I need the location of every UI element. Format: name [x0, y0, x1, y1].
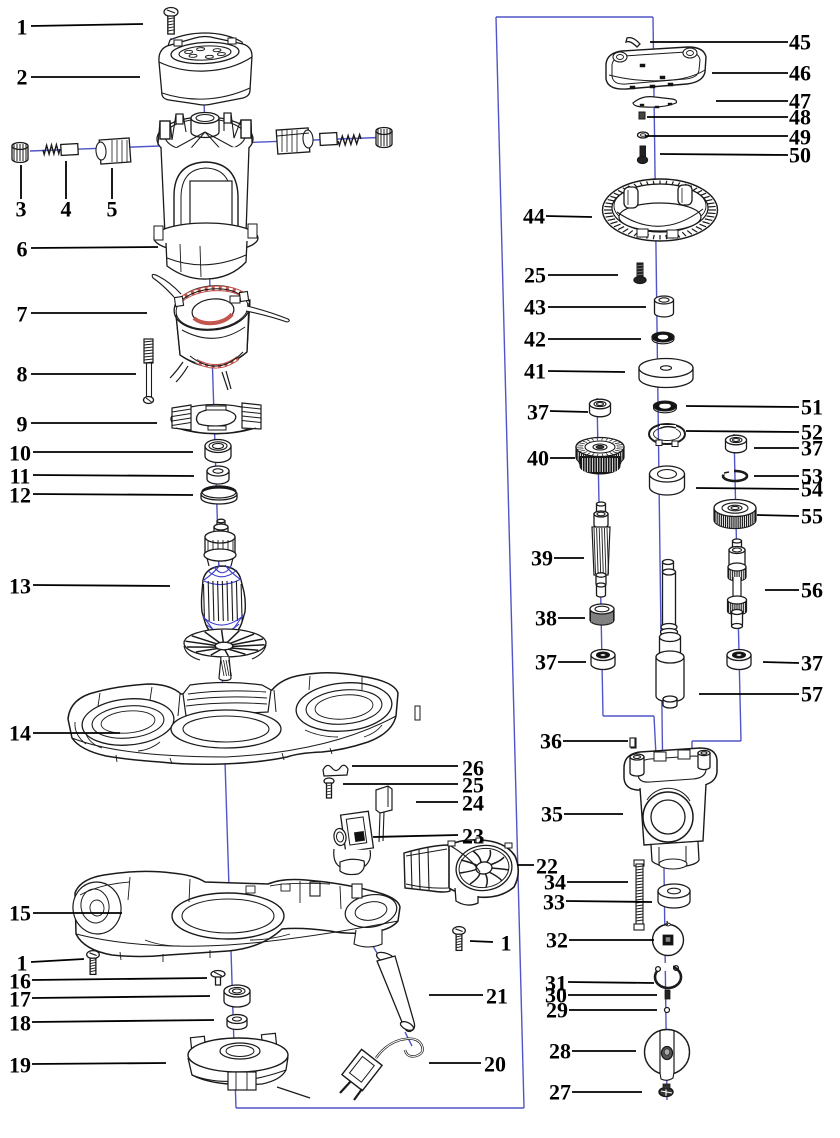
svg-text:25: 25: [462, 773, 484, 798]
svg-text:53: 53: [801, 464, 823, 489]
svg-text:49: 49: [789, 125, 811, 150]
svg-text:4: 4: [61, 197, 72, 222]
svg-text:43: 43: [524, 295, 546, 320]
svg-text:50: 50: [789, 143, 811, 168]
svg-text:48: 48: [789, 105, 811, 130]
svg-text:12: 12: [9, 483, 31, 508]
svg-text:22: 22: [536, 854, 558, 879]
svg-text:14: 14: [9, 721, 31, 746]
svg-text:41: 41: [524, 359, 546, 384]
svg-text:44: 44: [523, 204, 545, 229]
svg-text:54: 54: [801, 477, 823, 502]
svg-text:19: 19: [9, 1053, 31, 1078]
svg-text:36: 36: [540, 729, 562, 754]
svg-text:55: 55: [801, 504, 823, 529]
svg-text:37: 37: [801, 436, 823, 461]
svg-text:35: 35: [541, 802, 563, 827]
svg-text:33: 33: [543, 890, 565, 915]
svg-text:20: 20: [484, 1052, 506, 1077]
svg-text:27: 27: [549, 1080, 571, 1105]
svg-text:57: 57: [801, 682, 823, 707]
svg-text:26: 26: [462, 756, 484, 781]
svg-text:23: 23: [462, 824, 484, 849]
svg-text:37: 37: [527, 400, 549, 425]
svg-text:11: 11: [10, 464, 31, 489]
svg-text:47: 47: [789, 89, 811, 114]
svg-text:5: 5: [107, 197, 118, 222]
svg-text:17: 17: [9, 987, 31, 1012]
svg-text:8: 8: [17, 362, 28, 387]
svg-text:16: 16: [9, 969, 31, 994]
svg-text:7: 7: [17, 302, 28, 327]
svg-text:6: 6: [17, 237, 28, 262]
svg-text:21: 21: [486, 984, 508, 1009]
svg-text:46: 46: [789, 61, 811, 86]
svg-text:1: 1: [17, 951, 28, 976]
svg-text:37: 37: [801, 651, 823, 676]
svg-text:24: 24: [462, 791, 484, 816]
svg-text:13: 13: [9, 574, 31, 599]
svg-text:37: 37: [535, 650, 557, 675]
svg-text:40: 40: [527, 446, 549, 471]
svg-text:10: 10: [9, 441, 31, 466]
svg-text:38: 38: [535, 606, 557, 631]
svg-text:31: 31: [545, 971, 567, 996]
svg-text:30: 30: [545, 983, 567, 1008]
svg-text:29: 29: [546, 998, 568, 1023]
svg-text:1: 1: [501, 931, 512, 956]
svg-text:18: 18: [9, 1011, 31, 1036]
svg-text:25: 25: [524, 263, 546, 288]
svg-text:15: 15: [9, 901, 31, 926]
svg-text:39: 39: [531, 546, 553, 571]
svg-text:42: 42: [524, 327, 546, 352]
svg-text:3: 3: [16, 197, 27, 222]
svg-text:45: 45: [789, 30, 811, 55]
svg-text:56: 56: [801, 578, 823, 603]
svg-text:9: 9: [17, 412, 28, 437]
svg-text:2: 2: [17, 65, 28, 90]
svg-text:52: 52: [801, 420, 823, 445]
svg-text:28: 28: [549, 1039, 571, 1064]
svg-text:51: 51: [801, 395, 823, 420]
svg-text:34: 34: [544, 870, 566, 895]
svg-text:1: 1: [17, 15, 28, 40]
svg-text:32: 32: [546, 928, 568, 953]
